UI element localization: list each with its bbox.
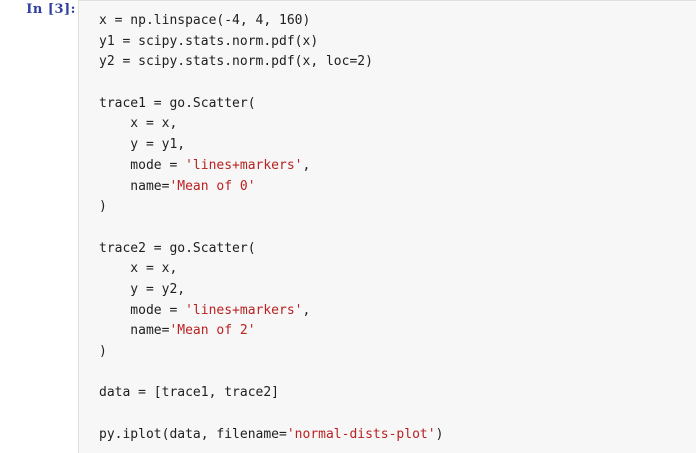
code-token: , (302, 302, 311, 318)
code-line: x = x, (99, 114, 443, 135)
code-line (99, 363, 443, 384)
code-line: y1 = scipy.stats.norm.pdf(x) (99, 32, 443, 53)
code-line: x = np.linspace(-4, 4, 160) (99, 11, 443, 32)
code-token: y1 = scipy.stats.norm.pdf(x) (99, 33, 319, 49)
code-line (99, 218, 443, 239)
code-token: mode = (99, 302, 186, 318)
string-literal: 'lines+markers' (185, 157, 303, 173)
code-line: mode = 'lines+markers', (99, 156, 443, 177)
code-line: name='Mean of 2' (99, 321, 443, 342)
code-editor[interactable]: x = np.linspace(-4, 4, 160) y1 = scipy.st… (99, 11, 443, 445)
code-token: y2 = scipy.stats.norm.pdf(x, loc=2) (99, 54, 373, 70)
string-literal: 'Mean of 2' (169, 323, 256, 339)
code-token: ) (435, 426, 444, 442)
code-line: x = x, (99, 259, 443, 280)
code-token: ) (99, 344, 107, 359)
code-token: mode = (99, 157, 186, 173)
code-line: trace2 = go.Scatter( (99, 239, 443, 260)
code-input-area[interactable]: x = np.linspace(-4, 4, 160) y1 = scipy.st… (78, 0, 696, 453)
code-token: py.iplot(data, filename= (99, 426, 287, 442)
code-token: trace2 = go.Scatter( (99, 240, 256, 256)
code-token: x = np.linspace(-4, 4, 160) (99, 13, 311, 28)
code-line: ) (99, 197, 443, 218)
code-line (99, 73, 443, 94)
code-token: x = x, (99, 116, 178, 132)
code-line: y2 = scipy.stats.norm.pdf(x, loc=2) (99, 52, 443, 73)
code-token: y = y1, (99, 137, 186, 153)
code-line (99, 404, 443, 425)
code-token: data = [trace1, trace2] (99, 385, 280, 401)
code-line: mode = 'lines+markers', (99, 301, 443, 322)
code-line: data = [trace1, trace2] (99, 383, 443, 404)
code-token: , (302, 157, 311, 173)
string-literal: 'lines+markers' (185, 302, 303, 318)
code-line: y = y1, (99, 135, 443, 156)
code-line: trace1 = go.Scatter( (99, 94, 443, 115)
code-line: name='Mean of 0' (99, 177, 443, 198)
code-token: y = y2, (99, 281, 186, 297)
input-prompt: In [3]: (26, 2, 76, 17)
string-literal: 'Mean of 0' (169, 178, 256, 194)
code-line: y = y2, (99, 280, 443, 301)
code-token: ) (99, 199, 107, 215)
code-token: trace1 = go.Scatter( (99, 95, 256, 111)
string-literal: 'normal-dists-plot' (286, 426, 436, 442)
code-token: name= (99, 178, 170, 194)
code-line: py.iplot(data, filename='normal-dists-pl… (99, 425, 443, 446)
code-token: name= (99, 323, 170, 339)
code-token: x = x, (99, 261, 178, 277)
code-line: ) (99, 342, 443, 363)
